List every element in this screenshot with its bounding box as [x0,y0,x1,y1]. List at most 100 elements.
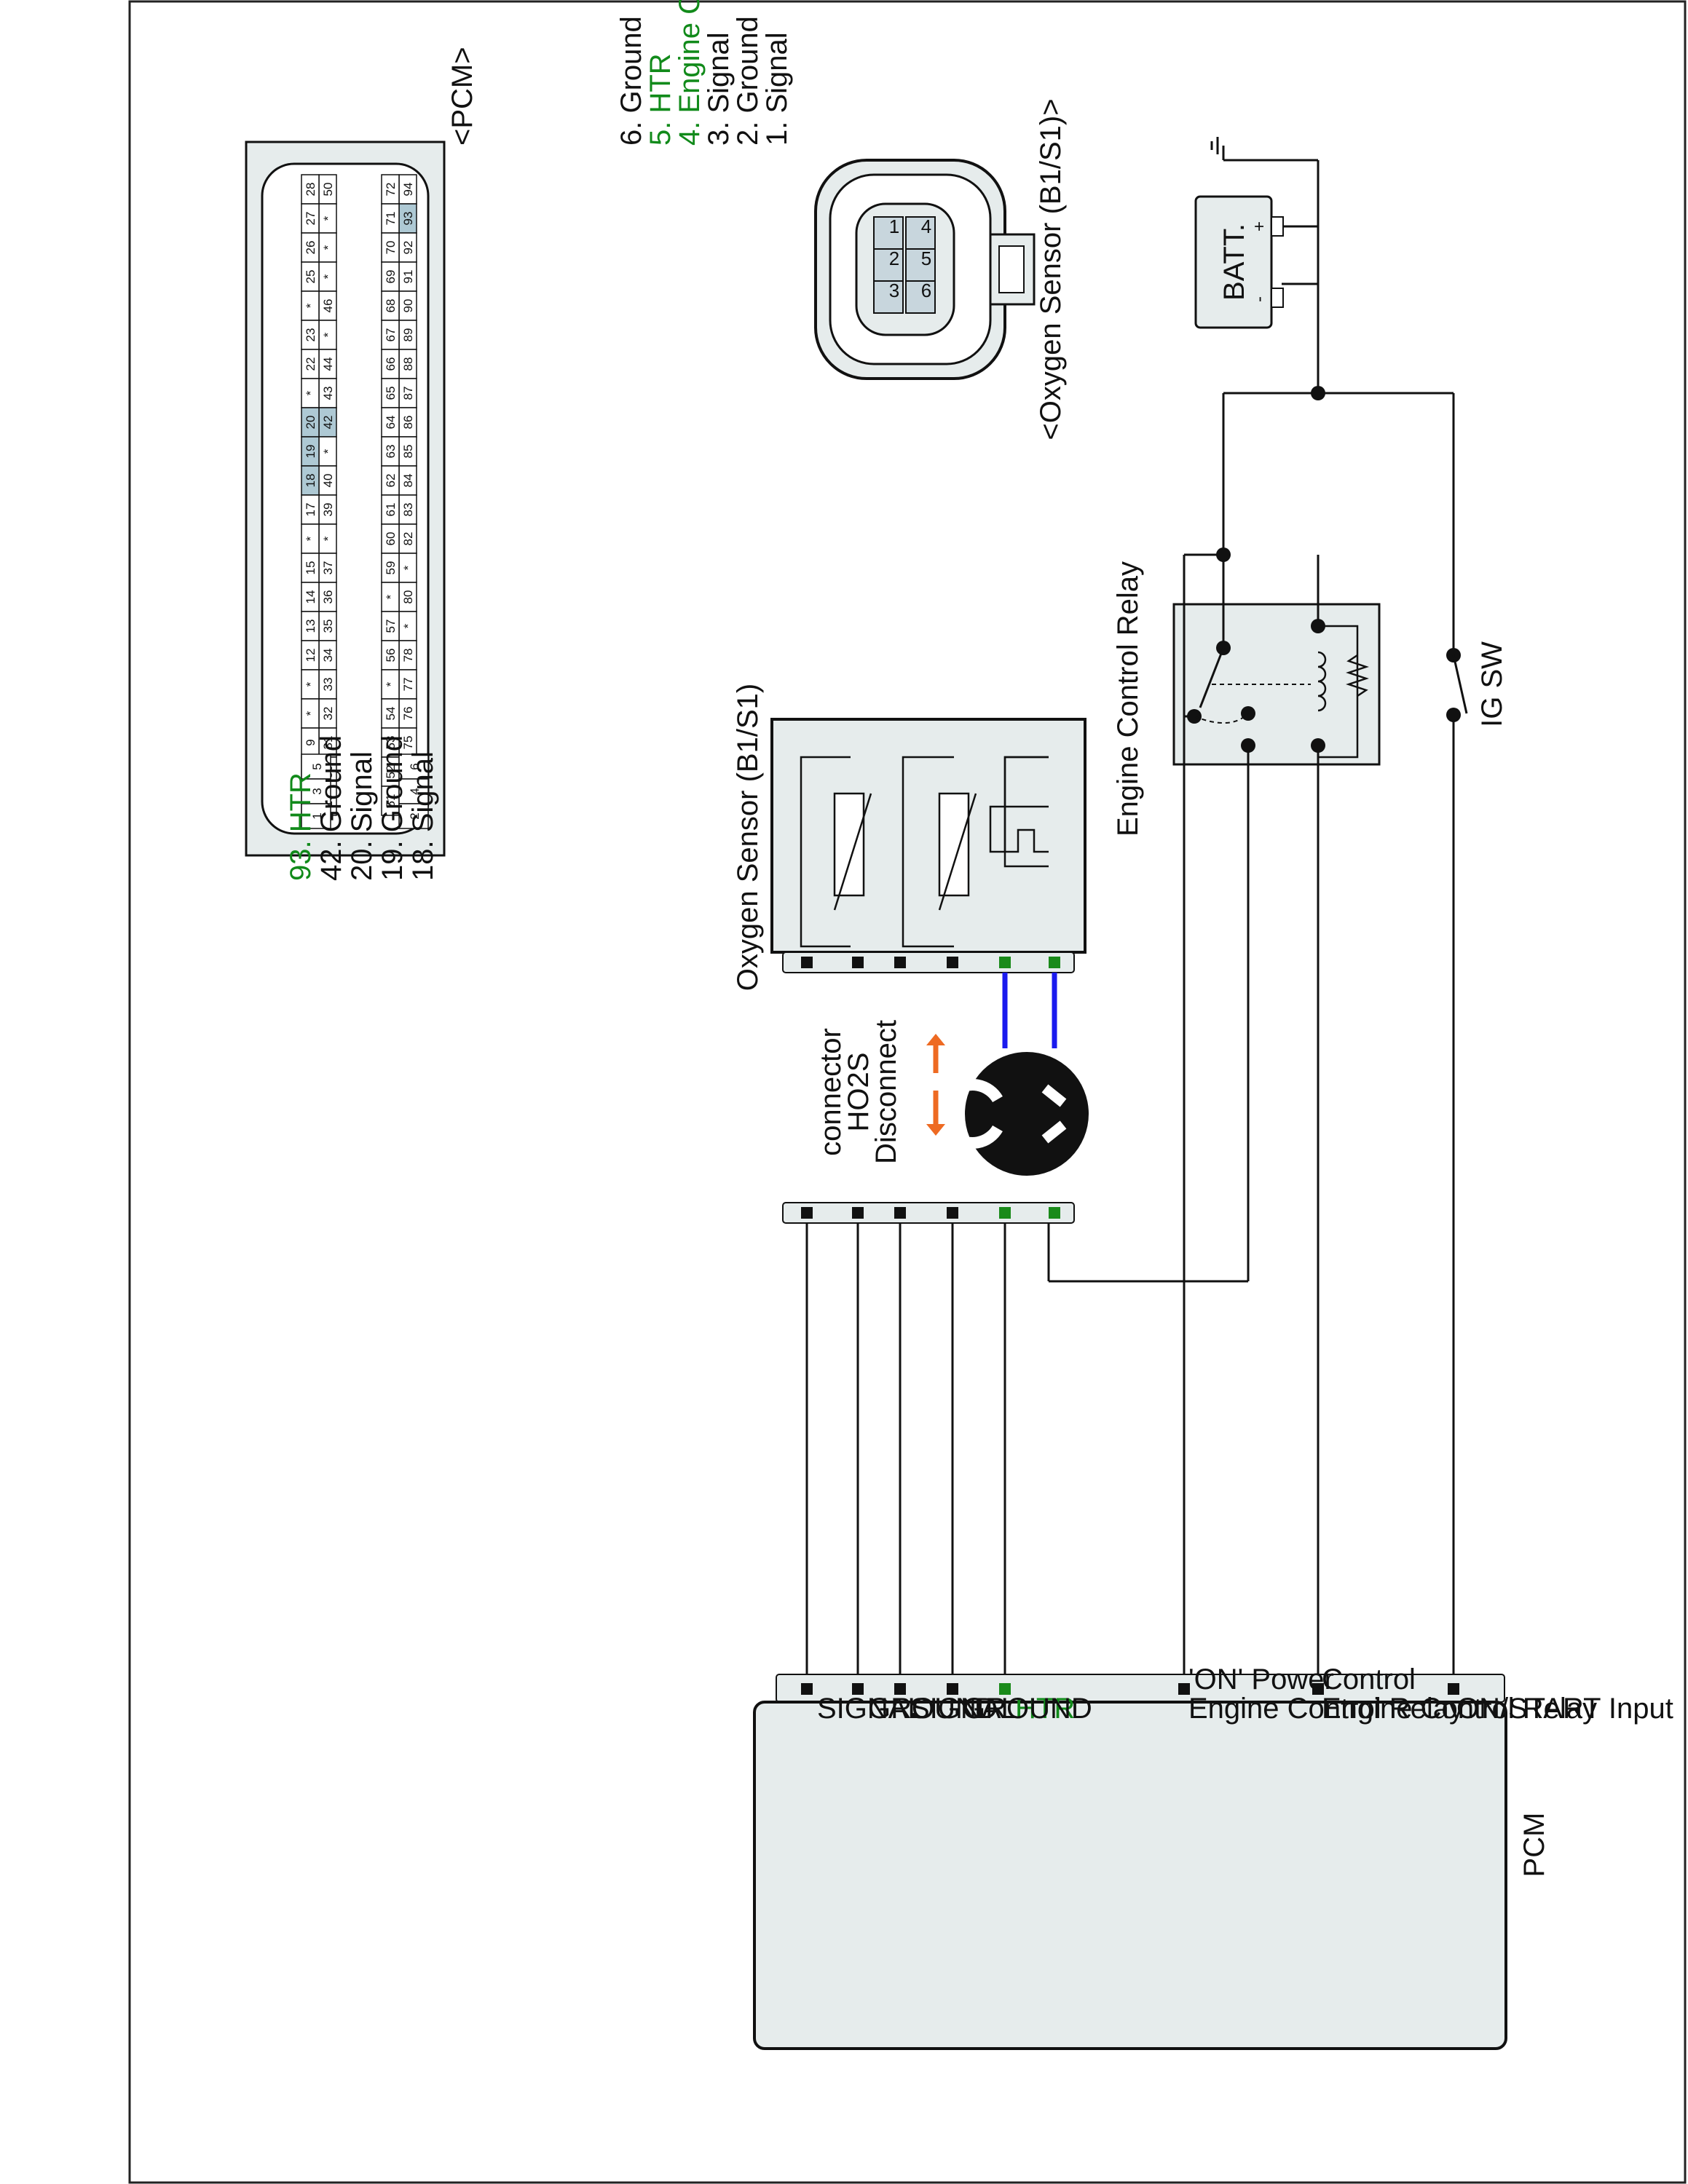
pcm-pin-number: * [304,681,318,687]
pcm-pin-number: 44 [321,357,335,371]
pcm-pin-number: 46 [321,299,335,313]
ig-sw-label: IG SW [1476,641,1508,727]
pcm-terminal-on-start: ON/START Input [1456,1693,1673,1725]
o2-cavity-6: 6 [921,280,931,301]
pcm-pin-number: 85 [401,445,415,459]
pcm-pin-number: 33 [321,678,335,692]
pcm-pin-number: 19 [304,445,318,459]
pcm-pin-number: * [384,681,398,687]
pcm-pin-number: 61 [384,503,398,517]
pcm-pin-number: 50 [321,183,335,197]
pcm-pin-number: * [321,536,335,541]
disconnect-icon [937,1052,1089,1176]
page-border [128,0,1687,2184]
pcm-pin-20: 20. Signal [346,751,378,881]
pcm-connector-title: <PCM> [446,47,478,146]
pcm-terminal-ground-1: GROUND [963,1693,1092,1725]
disconnect-label-2: HO2S [843,1053,875,1132]
pcm-small-pin-cell [398,803,429,829]
pcm-pin-number: 87 [401,387,415,400]
pcm-pin-number: * [401,565,415,570]
pcm-pin-number: 65 [384,387,398,400]
pcm-pin-number: 36 [321,590,335,604]
o2-cavity-grid: 3 2 1 6 5 4 [873,215,936,314]
oxygen-sensor-connector-face: 3 2 1 6 5 4 [814,159,1036,380]
pcm-pin-number: 18 [304,474,318,488]
pcm-pin-18: 18. Signal [407,751,439,881]
pcm-pin-number: 57 [384,620,398,633]
pcm-terminal-signal-2: SIGNAL [817,1693,924,1725]
pcm-connector-face: 94939291908988878685848382*80*7877767574… [245,141,446,857]
o2-cavity-1: 1 [889,215,899,237]
pcm-pin-number: 53 [384,736,398,750]
o2-pin-6: 6. Ground [615,16,647,146]
diagram-content: - + BATT. IG SW [245,0,1673,2050]
pcm-pin-number: 54 [384,707,398,721]
pcm-pin-number: 75 [401,736,415,750]
pcm-pin-number: 77 [401,678,415,692]
pcm-pin-number: 68 [384,299,398,313]
pcm-pin-number: 9 [304,739,318,745]
pcm-terminal-relay-control-2: Control [1322,1663,1416,1696]
pcm-terminal-htr: HTR [1015,1693,1075,1725]
pcm-pin-number: * [321,332,335,337]
pcm-small-pin-number: 4 [408,788,422,794]
o2-cavity-5: 5 [921,248,931,269]
pcm-pin-number: 67 [384,328,398,342]
pcm-pin-number: 59 [384,561,398,575]
battery: - + BATT. [1194,137,1320,329]
pcm-pin-number: 92 [401,241,415,255]
pcm-pin-number: 69 [384,270,398,284]
pcm-pin-42: 42. Ground [315,735,347,881]
pcm-terminal-relay-on-1: Engine Control Relay [1188,1693,1464,1725]
pcm-pin-number: 31 [321,736,335,750]
pcm-pin-number: 26 [304,241,318,255]
pcm-pin-number: 39 [321,503,335,517]
o2-cavity-2: 2 [889,248,899,269]
pcm-pin-number: 90 [401,299,415,313]
pcm-pin-number: 62 [384,474,398,488]
o2-connector-title: <Oxygen Sensor (B1/S1)> [1035,98,1067,440]
pcm-pin-number: 14 [304,590,318,604]
pcm-pin-number: 27 [304,212,318,226]
pcm-pin-number: * [321,448,335,454]
pcm-pin-number: 43 [321,387,335,400]
harness-connector [782,1202,1075,1224]
battery-minus-label: - [1250,296,1269,302]
disconnect-label-1: Disconnect [870,1020,902,1164]
pcm-pin-number: 37 [321,561,335,575]
pcm-pin-number: 51 [384,794,398,808]
pcm-module: PCM ON/START Input Engine Control Relay … [753,1663,1673,2050]
ignition-switch: IG SW [1446,393,1508,727]
pcm-pin-number: 93 [401,212,415,226]
pcm-pin-number: 70 [384,241,398,255]
pcm-pin-93: 93. HTR [285,772,317,881]
pcm-pin-number: 60 [384,532,398,546]
pcm-small-pin-number: 1 [310,812,324,819]
engine-control-relay: Engine Control Relay [1112,555,1381,836]
pcm-terminal-relay-control-1: Engine Control Relay [1322,1693,1597,1725]
oxygen-sensor-schematic: Oxygen Sensor (B1/S1) [732,684,1086,991]
oxygen-sensor-label: Oxygen Sensor (B1/S1) [732,684,764,991]
pcm-pin-number: 40 [321,474,335,488]
pcm-pin-number: 32 [321,707,335,721]
pcm-pin-number: 72 [384,183,398,197]
pcm-small-pin-cell [301,803,331,829]
pcm-pin-number: 63 [384,445,398,459]
pcm-pin-number: * [321,245,335,250]
relay-label: Engine Control Relay [1112,561,1144,836]
pcm-pin-number: 56 [384,649,398,662]
pcm-pin-number: * [321,274,335,279]
pcm-pin-number: 52 [384,765,398,779]
pcm-pin-number: 28 [304,183,318,197]
pcm-terminal-ground-2: GROUND [868,1693,998,1725]
pcm-pin-number: 84 [401,474,415,488]
pcm-pin-number: 91 [401,270,415,284]
pcm-title: PCM [1518,1813,1550,1878]
pcm-pin-number: 13 [304,620,318,633]
pcm-pin-number: 82 [401,532,415,546]
pcm-pin-number: * [304,303,318,308]
pcm-pin-number: 89 [401,328,415,342]
pcm-pin-number: * [384,594,398,599]
